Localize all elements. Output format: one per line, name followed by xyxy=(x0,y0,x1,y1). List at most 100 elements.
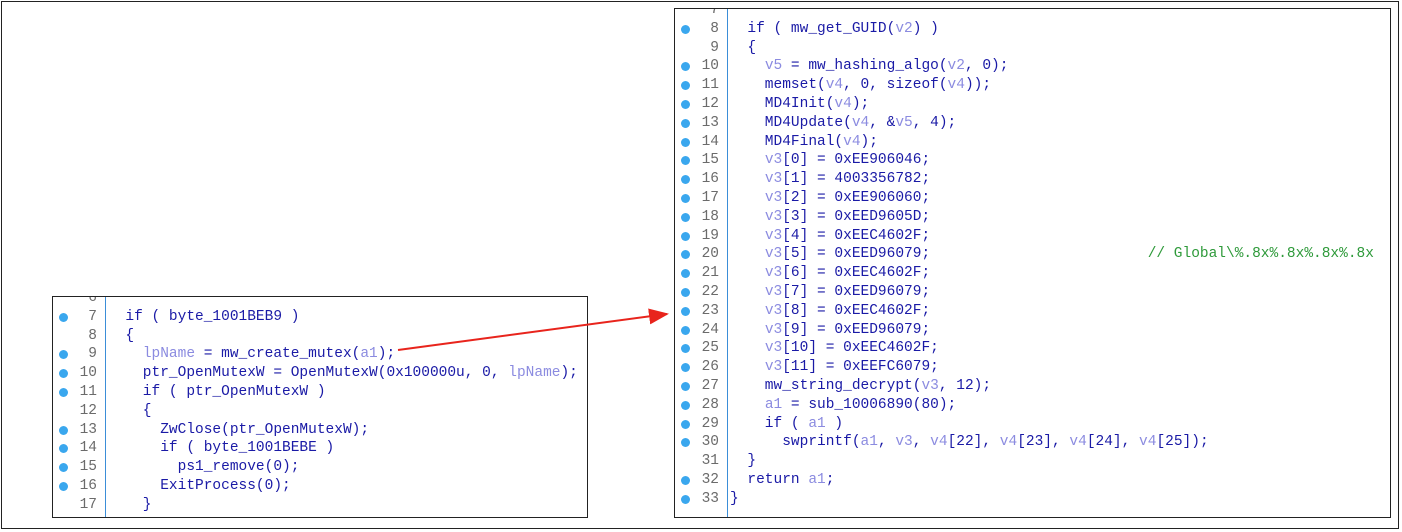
code-line[interactable]: 10 ptr_OpenMutexW = OpenMutexW(0x100000u… xyxy=(53,364,587,383)
breakpoint-dot-icon[interactable] xyxy=(59,444,68,454)
breakpoint-dot-icon[interactable] xyxy=(681,81,690,91)
breakpoint-dot-icon[interactable] xyxy=(681,175,690,185)
breakpoint-dot-icon[interactable] xyxy=(681,99,690,109)
code-line[interactable]: 8 if ( mw_get_GUID(v2) ) xyxy=(675,20,1390,39)
code-text: v5 = mw_hashing_algo(v2, 0); xyxy=(730,57,1009,76)
code-line[interactable]: 13 ZwClose(ptr_OpenMutexW); xyxy=(53,421,587,440)
breakpoint-dot-icon[interactable] xyxy=(59,463,68,473)
breakpoint-dot-icon[interactable] xyxy=(681,494,690,504)
code-token: [6] = 0xEEC4602F; xyxy=(782,265,931,282)
code-line[interactable]: 17 } xyxy=(53,496,587,515)
code-line[interactable]: 16 v3[1] = 4003356782; xyxy=(675,170,1390,189)
line-number: 9 xyxy=(88,346,97,363)
variable-token: v3 xyxy=(895,434,913,451)
breakpoint-dot-icon[interactable] xyxy=(681,475,690,485)
breakpoint-dot-icon[interactable] xyxy=(681,62,690,72)
breakpoint-dot-icon[interactable] xyxy=(681,344,690,354)
code-line[interactable]: 15 v3[0] = 0xEE906046; xyxy=(675,151,1390,170)
breakpoint-dot-icon[interactable] xyxy=(59,425,68,435)
breakpoint-dot-icon[interactable] xyxy=(681,250,690,260)
breakpoint-dot-icon[interactable] xyxy=(681,287,690,297)
code-line[interactable]: 22 v3[7] = 0xEED96079; xyxy=(675,283,1390,302)
variable-token: v3 xyxy=(764,208,783,225)
breakpoint-dot-icon[interactable] xyxy=(59,481,68,491)
line-number: 26 xyxy=(701,359,719,376)
breakpoint-dot-icon[interactable] xyxy=(681,419,690,429)
line-number: 22 xyxy=(701,283,719,300)
code-token: ps1_remove(0); xyxy=(108,459,300,476)
code-line[interactable]: 18 v3[3] = 0xEED9605D; xyxy=(675,208,1390,227)
breakpoint-dot-icon[interactable] xyxy=(59,350,68,360)
line-number: 21 xyxy=(701,265,719,282)
code-text: { xyxy=(108,327,134,346)
code-line[interactable]: 27 mw_string_decrypt(v3, 12); xyxy=(675,377,1390,396)
code-text: memset(v4, 0, sizeof(v4)); xyxy=(730,76,991,95)
code-token: = mw_create_mutex( xyxy=(195,346,361,363)
code-line[interactable]: 19 v3[4] = 0xEEC4602F; xyxy=(675,227,1390,246)
code-token: [8] = 0xEEC4602F; xyxy=(782,302,931,319)
code-line[interactable]: 32 return a1; xyxy=(675,471,1390,490)
line-number: 18 xyxy=(701,208,719,225)
code-text: ps1_remove(0); xyxy=(108,458,300,477)
breakpoint-dot-icon[interactable] xyxy=(681,438,690,448)
code-line[interactable]: 31 } xyxy=(675,452,1390,471)
code-line[interactable]: 13 MD4Update(v4, &v5, 4); xyxy=(675,114,1390,133)
code-token: [5] = 0xEED96079; xyxy=(782,246,931,263)
breakpoint-dot-icon[interactable] xyxy=(681,306,690,316)
code-line[interactable]: 25 v3[10] = 0xEEC4602F; xyxy=(675,339,1390,358)
code-token: ); xyxy=(377,346,396,363)
code-line[interactable]: 12 MD4Init(v4); xyxy=(675,95,1390,114)
code-line[interactable]: 17 v3[2] = 0xEE906060; xyxy=(675,189,1390,208)
code-line[interactable]: 9 { xyxy=(675,39,1390,58)
code-line[interactable]: 33} xyxy=(675,490,1390,509)
code-line[interactable]: 16 ExitProcess(0); xyxy=(53,477,587,496)
breakpoint-dot-icon[interactable] xyxy=(681,193,690,203)
breakpoint-dot-icon[interactable] xyxy=(681,325,690,335)
variable-token: v4 xyxy=(1069,434,1087,451)
code-line[interactable]: 24 v3[9] = 0xEED96079; xyxy=(675,321,1390,340)
breakpoint-dot-icon[interactable] xyxy=(681,381,690,391)
code-line[interactable]: 14 if ( byte_1001BEBE ) xyxy=(53,439,587,458)
code-token: [25]); xyxy=(1156,434,1209,451)
code-line[interactable]: 6 xyxy=(53,297,587,308)
breakpoint-dot-icon[interactable] xyxy=(681,24,690,34)
breakpoint-dot-icon[interactable] xyxy=(681,400,690,410)
code-line[interactable]: 9 lpName = mw_create_mutex(a1); xyxy=(53,345,587,364)
line-number: 11 xyxy=(79,383,97,400)
breakpoint-dot-icon[interactable] xyxy=(681,363,690,373)
breakpoint-dot-icon[interactable] xyxy=(681,269,690,279)
code-line[interactable]: 11 memset(v4, 0, sizeof(v4)); xyxy=(675,76,1390,95)
code-text: v3[2] = 0xEE906060; xyxy=(730,189,930,208)
code-line[interactable]: 26 v3[11] = 0xEEFC6079; xyxy=(675,358,1390,377)
breakpoint-dot-icon[interactable] xyxy=(681,156,690,166)
code-line[interactable]: 29 if ( a1 ) xyxy=(675,415,1390,434)
code-line[interactable]: 12 { xyxy=(53,402,587,421)
code-line[interactable]: 10 v5 = mw_hashing_algo(v2, 0); xyxy=(675,57,1390,76)
breakpoint-dot-icon[interactable] xyxy=(681,231,690,241)
code-line[interactable]: 21 v3[6] = 0xEEC4602F; xyxy=(675,264,1390,283)
code-line[interactable]: 15 ps1_remove(0); xyxy=(53,458,587,477)
breakpoint-dot-icon[interactable] xyxy=(59,369,68,379)
breakpoint-dot-icon[interactable] xyxy=(59,387,68,397)
code-line[interactable]: 30 swprintf(a1, v3, v4[22], v4[23], v4[2… xyxy=(675,433,1390,452)
code-token: ; xyxy=(825,471,835,488)
breakpoint-dot-icon[interactable] xyxy=(59,312,68,322)
breakpoint-dot-icon[interactable] xyxy=(681,118,690,128)
code-line[interactable]: 7 xyxy=(675,9,1390,20)
code-line[interactable]: 7 if ( byte_1001BEB9 ) xyxy=(53,308,587,327)
code-line[interactable]: 20 v3[5] = 0xEED96079; // Global\%.8x%.8… xyxy=(675,245,1390,264)
code-line[interactable]: 11 if ( ptr_OpenMutexW ) xyxy=(53,383,587,402)
code-text: ZwClose(ptr_OpenMutexW); xyxy=(108,421,369,440)
code-token: [4] = 0xEEC4602F; xyxy=(782,227,931,244)
breakpoint-dot-icon[interactable] xyxy=(681,212,690,222)
code-line[interactable]: 14 MD4Final(v4); xyxy=(675,133,1390,152)
code-line[interactable]: 23 v3[8] = 0xEEC4602F; xyxy=(675,302,1390,321)
variable-token: v3 xyxy=(764,321,783,338)
code-token: [2] = 0xEE906060; xyxy=(782,189,931,206)
code-text: ptr_OpenMutexW = OpenMutexW(0x100000u, 0… xyxy=(108,364,578,383)
code-text: MD4Final(v4); xyxy=(730,133,878,152)
code-line[interactable]: 28 a1 = sub_10006890(80); xyxy=(675,396,1390,415)
breakpoint-dot-icon[interactable] xyxy=(681,137,690,147)
code-line[interactable]: 8 { xyxy=(53,327,587,346)
